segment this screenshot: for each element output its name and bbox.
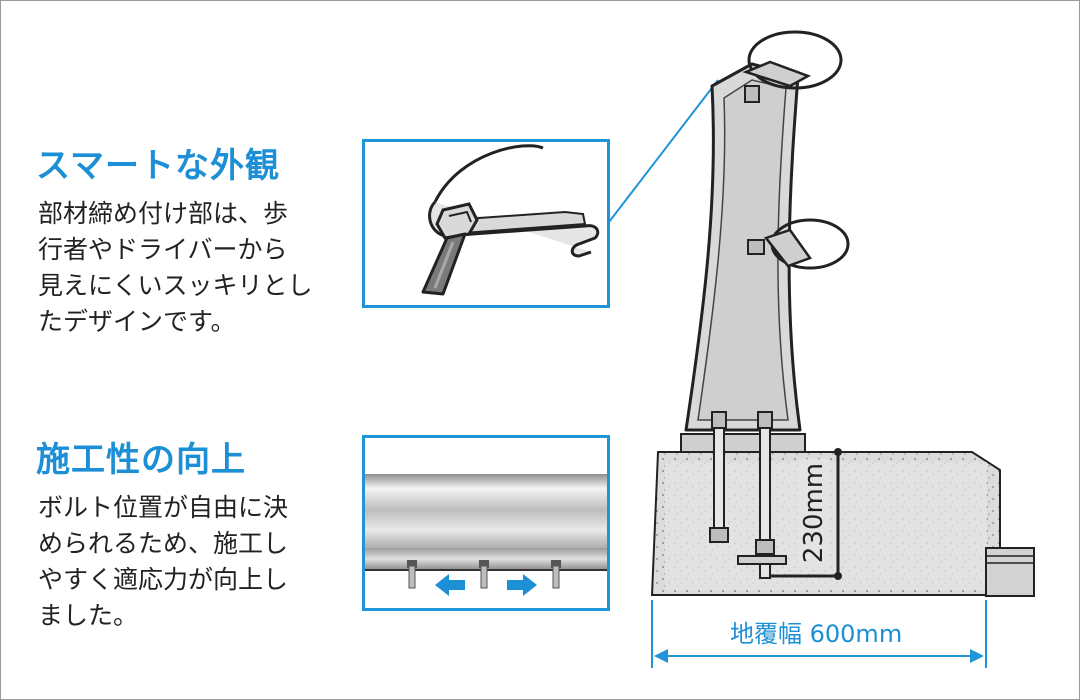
height-dimension-label: 230mm: [799, 458, 830, 568]
section1-description: 部材締め付け部は、歩 行者やドライバーから 見えにくいスッキリとし たデザインで…: [38, 196, 313, 340]
section1-line: 部材締め付け部は、歩: [38, 199, 289, 228]
section2-title: 施工性の向上: [36, 440, 246, 480]
road-surface: [985, 547, 1035, 597]
clamp-detail-illustration: [421, 144, 600, 296]
section1-title: スマートな外観: [36, 146, 280, 186]
rail-detail-inset: [362, 435, 610, 611]
base-plate: [680, 433, 806, 453]
arrow-right-icon: [507, 574, 537, 596]
rail-bolts: [407, 560, 561, 589]
section2-line: められるため、施工し: [38, 529, 289, 558]
arrow-left-icon: [435, 574, 465, 596]
clamp-detail-inset: [362, 139, 610, 308]
section2-description: ボルト位置が自由に決 められるため、施工し やすく適応力が向上し ました。: [38, 490, 288, 634]
section2-line: ました。: [38, 601, 139, 630]
rail-detail-illustration: [365, 474, 607, 596]
width-dimension: [651, 600, 987, 668]
anchor-bolts: [709, 411, 787, 579]
section2-line: やすく適応力が向上し: [38, 565, 289, 594]
section1-line: たデザインです。: [38, 307, 236, 336]
width-dimension-label: 地覆幅 600mm: [724, 614, 909, 649]
section2-line: ボルト位置が自由に決: [38, 493, 289, 522]
section1-line: 見えにくいスッキリとし: [38, 271, 313, 300]
height-dimension: [770, 448, 842, 580]
section1-line: 行者やドライバーから: [38, 235, 288, 264]
top-rail-ring: [747, 30, 843, 90]
leader-line: [608, 79, 719, 223]
